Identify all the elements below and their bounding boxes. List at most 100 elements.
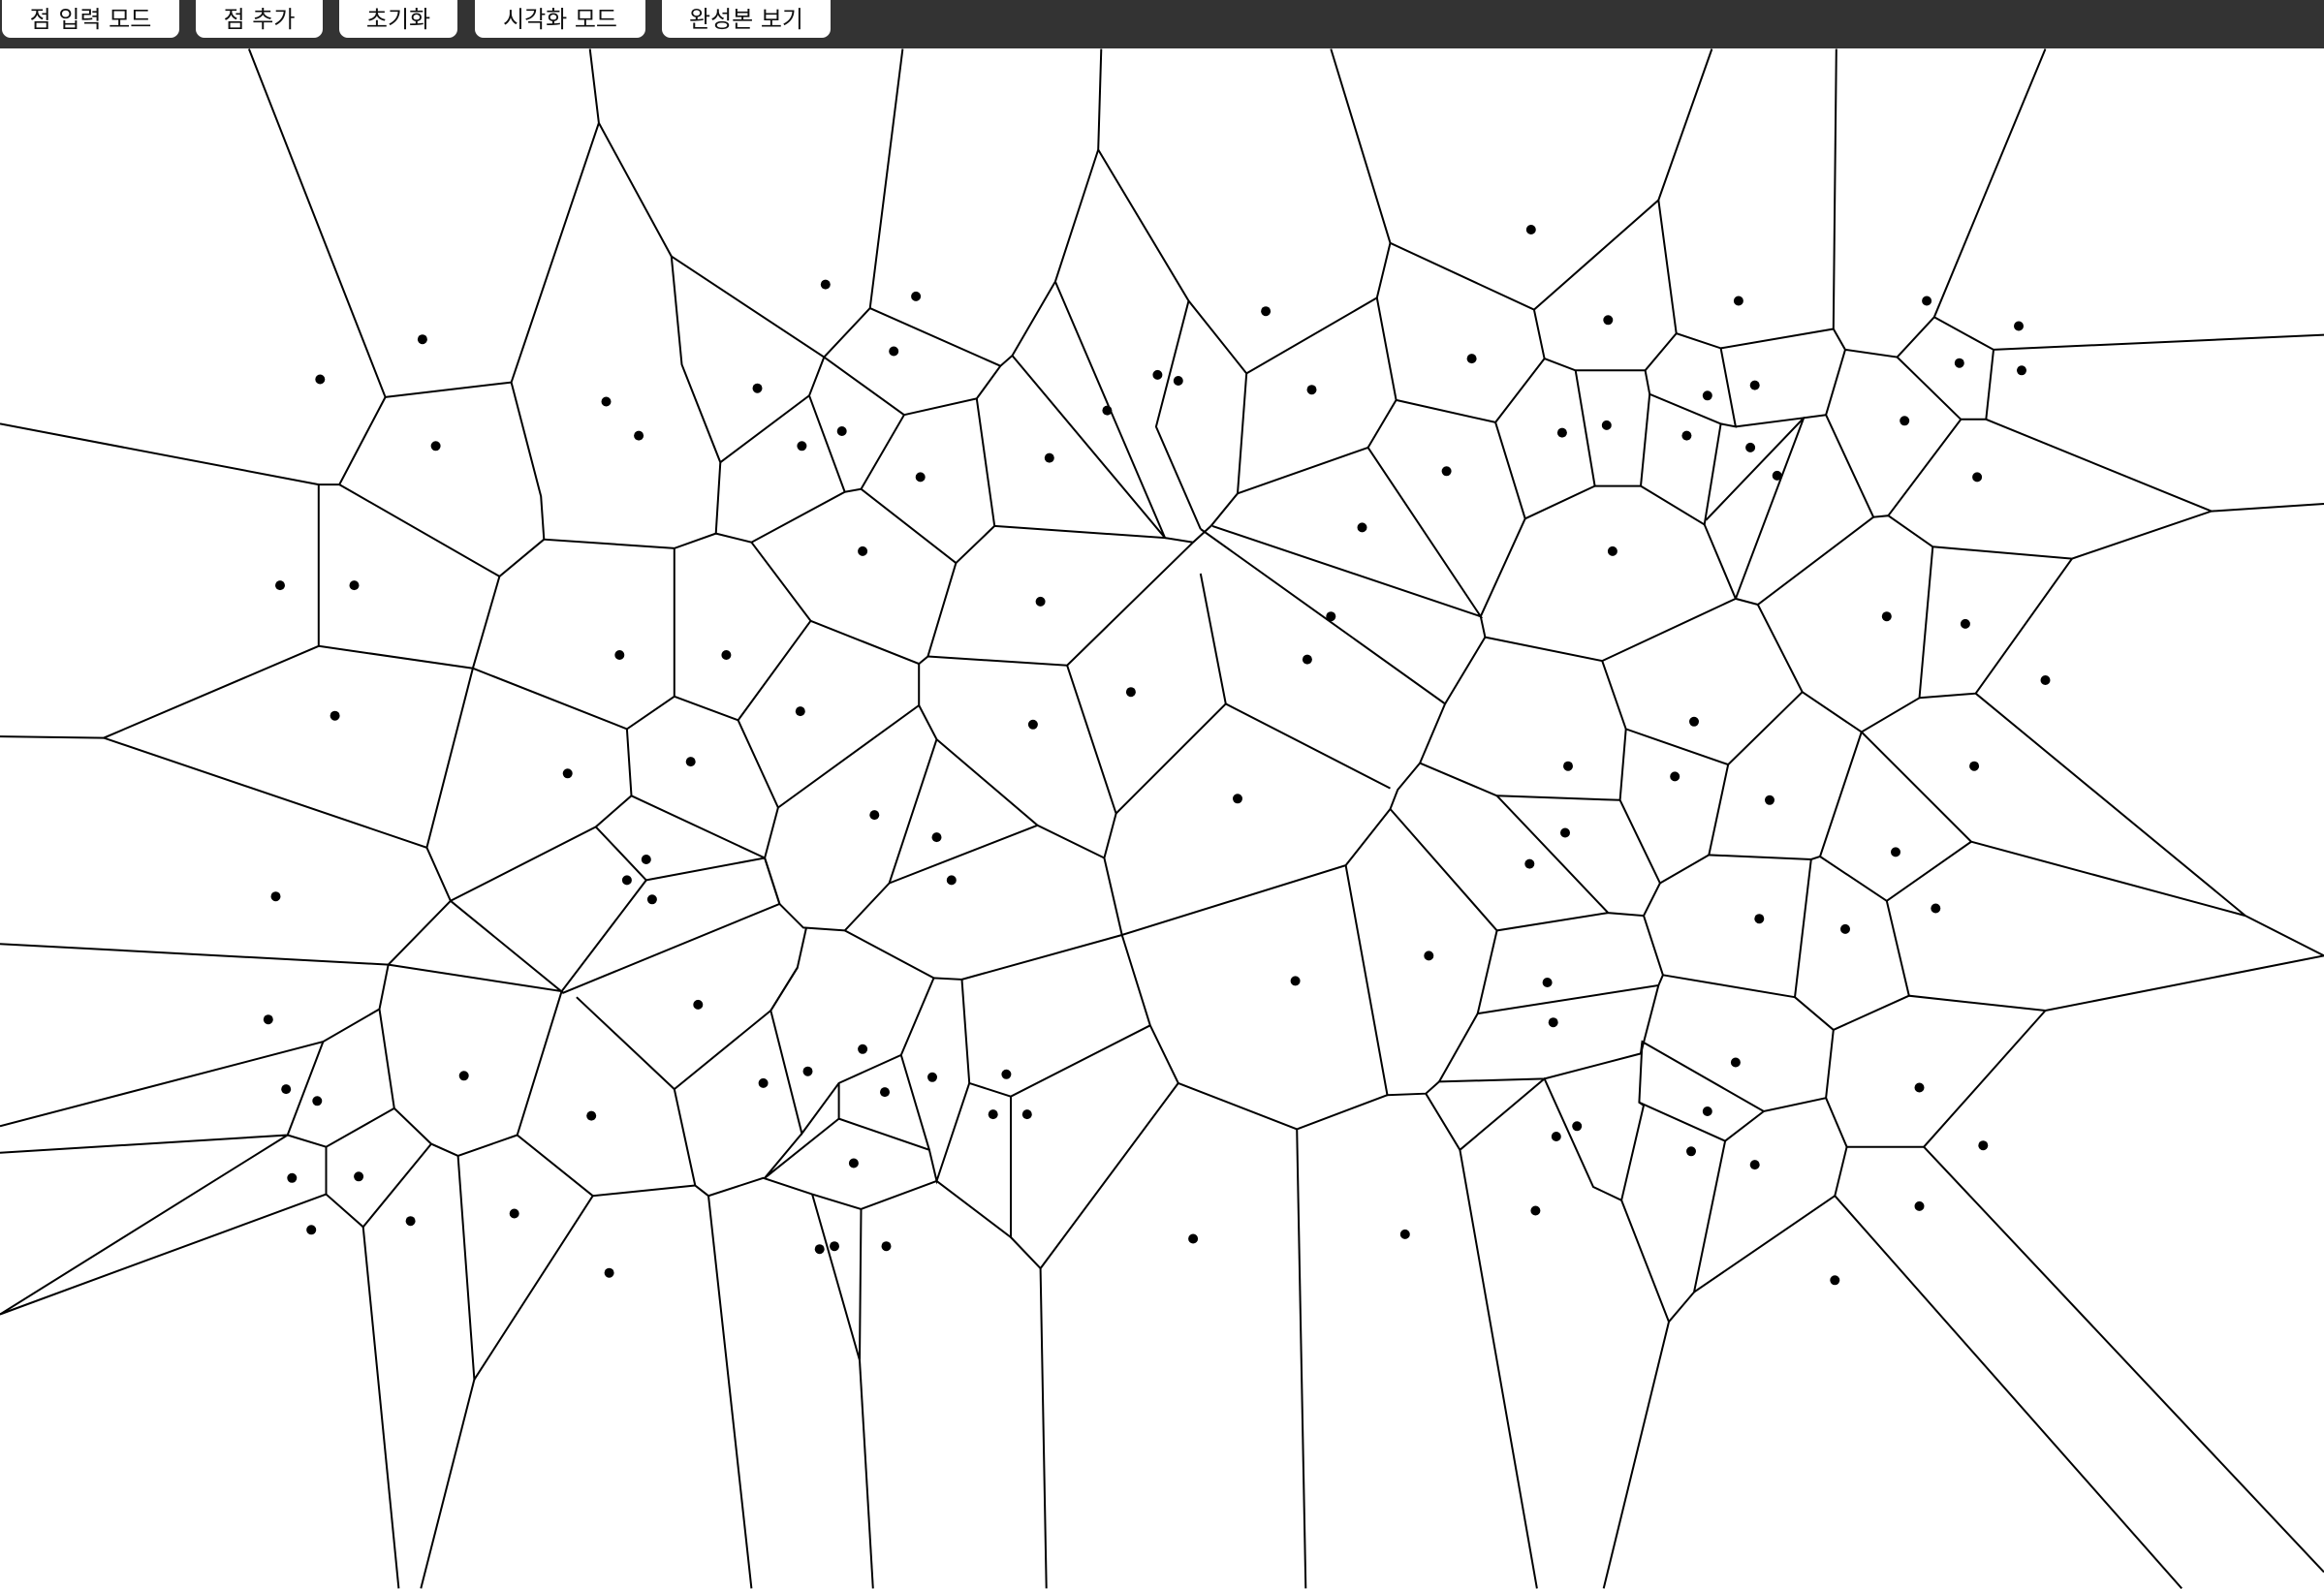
site-point[interactable] <box>1173 376 1183 386</box>
site-point[interactable] <box>1125 687 1136 698</box>
site-point[interactable] <box>1326 611 1336 622</box>
site-point[interactable] <box>1556 427 1567 438</box>
site-point[interactable] <box>1689 716 1699 727</box>
site-point[interactable] <box>1749 1160 1760 1170</box>
site-point[interactable] <box>263 1014 273 1025</box>
site-point[interactable] <box>1290 976 1301 986</box>
site-point[interactable] <box>1525 225 1536 234</box>
site-point[interactable] <box>758 1077 769 1088</box>
visualization-mode-button[interactable]: 시각화 모드 <box>475 0 645 38</box>
site-point[interactable] <box>270 891 281 902</box>
site-point[interactable] <box>1563 761 1573 771</box>
site-point[interactable] <box>430 441 441 452</box>
site-point[interactable] <box>1765 794 1774 805</box>
site-point[interactable] <box>1530 1205 1541 1216</box>
site-point[interactable] <box>1702 390 1712 401</box>
site-point[interactable] <box>1399 1229 1410 1239</box>
site-point[interactable] <box>604 1267 614 1278</box>
site-point[interactable] <box>614 650 625 660</box>
site-point[interactable] <box>1772 470 1782 481</box>
site-point[interactable] <box>646 894 657 905</box>
add-point-button[interactable]: 점 추가 <box>196 0 323 38</box>
site-point[interactable] <box>1601 420 1612 430</box>
site-point[interactable] <box>848 1158 859 1168</box>
site-point[interactable] <box>1830 1275 1840 1286</box>
site-point[interactable] <box>417 334 427 345</box>
site-point[interactable] <box>1914 1200 1925 1211</box>
site-point[interactable] <box>2040 675 2051 685</box>
site-point[interactable] <box>869 810 880 821</box>
site-point[interactable] <box>330 710 340 721</box>
site-point[interactable] <box>1881 611 1892 622</box>
site-point[interactable] <box>911 291 922 301</box>
site-point[interactable] <box>685 757 696 767</box>
site-point[interactable] <box>1978 1140 1989 1151</box>
site-point[interactable] <box>693 999 704 1010</box>
site-point[interactable] <box>601 396 612 407</box>
site-point[interactable] <box>2014 321 2024 331</box>
site-point[interactable] <box>721 650 732 660</box>
site-point[interactable] <box>281 1084 292 1095</box>
site-point[interactable] <box>1840 923 1850 934</box>
site-point[interactable] <box>2017 365 2026 376</box>
site-point[interactable] <box>858 1044 868 1054</box>
site-point[interactable] <box>1551 1132 1561 1141</box>
site-point[interactable] <box>509 1208 519 1219</box>
site-point[interactable] <box>315 374 326 385</box>
site-point[interactable] <box>312 1096 323 1106</box>
site-point[interactable] <box>1261 306 1272 317</box>
site-point[interactable] <box>634 430 644 441</box>
site-point[interactable] <box>1603 315 1614 326</box>
site-point[interactable] <box>275 580 285 591</box>
site-point[interactable] <box>1969 761 1980 771</box>
view-completed-button[interactable]: 완성본 보기 <box>662 0 831 38</box>
site-point[interactable] <box>1027 719 1038 730</box>
site-point[interactable] <box>1960 618 1970 629</box>
site-point[interactable] <box>1035 596 1046 607</box>
site-point[interactable] <box>1922 296 1932 306</box>
site-point[interactable] <box>915 472 926 483</box>
site-point[interactable] <box>1524 858 1535 869</box>
site-point[interactable] <box>927 1072 937 1082</box>
site-point[interactable] <box>802 1066 813 1076</box>
site-point[interactable] <box>946 875 957 886</box>
site-point[interactable] <box>1754 914 1765 924</box>
site-point[interactable] <box>1466 354 1477 364</box>
site-point[interactable] <box>1733 296 1743 306</box>
site-point[interactable] <box>1972 472 1983 483</box>
site-point[interactable] <box>931 832 942 843</box>
site-point[interactable] <box>354 1171 364 1182</box>
site-point[interactable] <box>1749 380 1760 390</box>
site-point[interactable] <box>1670 771 1680 782</box>
site-point[interactable] <box>1542 978 1553 987</box>
site-point[interactable] <box>586 1110 597 1121</box>
site-point[interactable] <box>287 1172 298 1183</box>
voronoi-diagram[interactable] <box>0 48 2324 1589</box>
site-point[interactable] <box>795 706 805 717</box>
site-point[interactable] <box>814 1244 825 1255</box>
site-point[interactable] <box>1686 1146 1696 1157</box>
site-point[interactable] <box>1424 950 1434 961</box>
reset-button[interactable]: 초기화 <box>339 0 457 38</box>
site-point[interactable] <box>562 768 573 779</box>
site-point[interactable] <box>306 1225 317 1235</box>
site-point[interactable] <box>405 1216 416 1227</box>
site-point[interactable] <box>458 1071 469 1081</box>
site-point[interactable] <box>1001 1069 1012 1079</box>
site-point[interactable] <box>641 855 651 864</box>
site-point[interactable] <box>797 441 807 452</box>
site-point[interactable] <box>880 1087 890 1098</box>
site-point[interactable] <box>1681 430 1692 441</box>
site-point[interactable] <box>820 279 831 290</box>
site-point[interactable] <box>1607 545 1617 556</box>
site-point[interactable] <box>1572 1121 1583 1132</box>
site-point[interactable] <box>1302 654 1312 665</box>
site-point[interactable] <box>1914 1082 1925 1093</box>
site-point[interactable] <box>830 1241 839 1252</box>
site-point[interactable] <box>1548 1017 1558 1028</box>
site-point[interactable] <box>1745 442 1756 452</box>
site-point[interactable] <box>1044 452 1054 463</box>
site-point[interactable] <box>621 875 632 886</box>
site-point[interactable] <box>1102 405 1113 416</box>
site-point[interactable] <box>1306 385 1317 395</box>
